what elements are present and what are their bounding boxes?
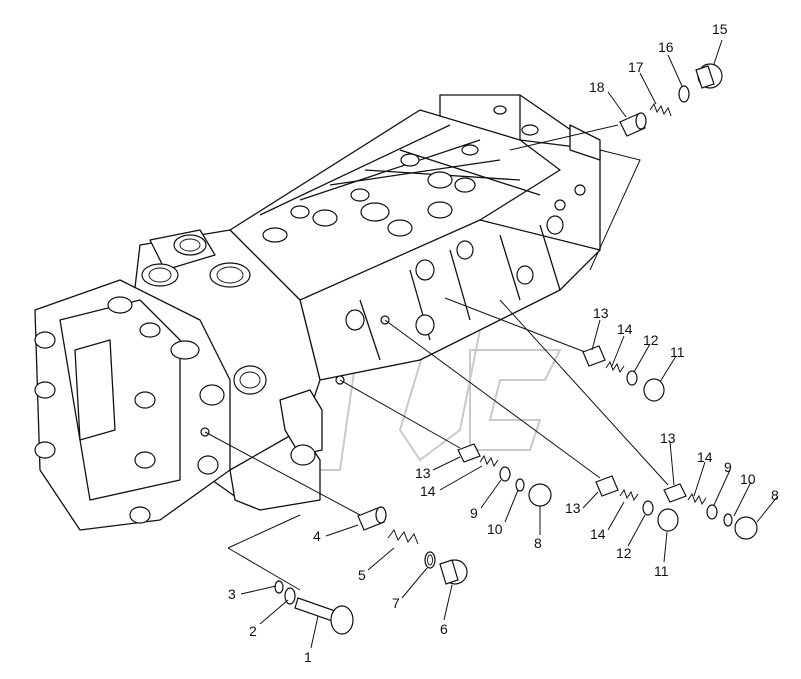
label-part-4: 4 — [313, 528, 321, 544]
part-cap-8-right — [734, 516, 758, 540]
label-part-13-middle: 13 — [593, 305, 609, 321]
part-cap-11-middle — [643, 378, 665, 402]
leader-lines — [240, 39, 778, 649]
projection-lines — [204, 124, 669, 591]
part-ring-12-right-lower — [642, 500, 654, 516]
label-part-7: 7 — [392, 595, 400, 611]
label-part-2: 2 — [249, 623, 257, 639]
label-part-13-lower: 13 — [565, 500, 581, 516]
label-part-18: 18 — [589, 79, 605, 95]
part-plug-13-right-lower — [595, 475, 619, 497]
label-part-12-middle: 12 — [643, 332, 659, 348]
part-spring-17 — [649, 102, 672, 117]
label-part-16: 16 — [658, 39, 674, 55]
part-plug-4 — [357, 506, 387, 531]
part-cap-15 — [695, 63, 723, 89]
part-cap-11-right-lower — [657, 508, 679, 532]
part-ring-9-right — [706, 504, 718, 520]
label-part-17: 17 — [628, 59, 644, 75]
label-part-9-right: 9 — [724, 459, 732, 475]
label-part-1: 1 — [304, 649, 312, 665]
label-part-14-middle: 14 — [617, 321, 633, 337]
label-part-8-center: 8 — [534, 535, 542, 551]
part-ring-16 — [678, 85, 690, 103]
label-part-13-center: 13 — [415, 465, 431, 481]
part-cap-6 — [439, 559, 468, 585]
parts — [274, 63, 758, 635]
part-ring-7 — [424, 551, 436, 569]
part-plug-13-middle — [582, 345, 606, 367]
label-part-14-right: 14 — [697, 449, 713, 465]
part-plug-13-right — [663, 483, 687, 503]
part-plug-18 — [619, 112, 647, 137]
label-part-14-lower: 14 — [590, 526, 606, 542]
label-part-14-center: 14 — [420, 483, 436, 499]
body-ports — [34, 105, 586, 524]
label-part-5: 5 — [358, 567, 366, 583]
part-labels: 1 2 3 4 5 6 7 8 8 9 9 10 10 11 11 12 12 … — [228, 21, 779, 665]
part-ring-3 — [274, 580, 284, 594]
part-plug-13-center — [457, 443, 481, 463]
part-ring-10-right — [723, 513, 733, 527]
part-spring-14-right — [687, 492, 707, 506]
label-part-10-center: 10 — [487, 521, 503, 537]
label-part-15: 15 — [712, 21, 728, 37]
label-part-6: 6 — [440, 621, 448, 637]
part-bolt-1 — [294, 597, 354, 635]
label-part-11-lower: 11 — [654, 563, 669, 579]
label-part-8-right: 8 — [771, 487, 779, 503]
label-part-13-right: 13 — [660, 430, 676, 446]
label-part-12-lower: 12 — [616, 545, 632, 561]
part-spring-14-center — [479, 454, 499, 468]
label-part-11-middle: 11 — [670, 344, 685, 360]
part-ring-10-center — [515, 478, 525, 492]
part-spring-5 — [387, 528, 419, 545]
part-spring-14-middle — [605, 360, 625, 374]
part-spring-14-right-lower — [619, 488, 639, 502]
label-part-9-center: 9 — [470, 505, 478, 521]
part-ring-9-center — [499, 466, 511, 482]
label-part-3: 3 — [228, 586, 236, 602]
part-ring-12-middle — [626, 370, 638, 386]
part-cap-8-center — [528, 483, 552, 507]
label-part-10-right: 10 — [740, 471, 756, 487]
